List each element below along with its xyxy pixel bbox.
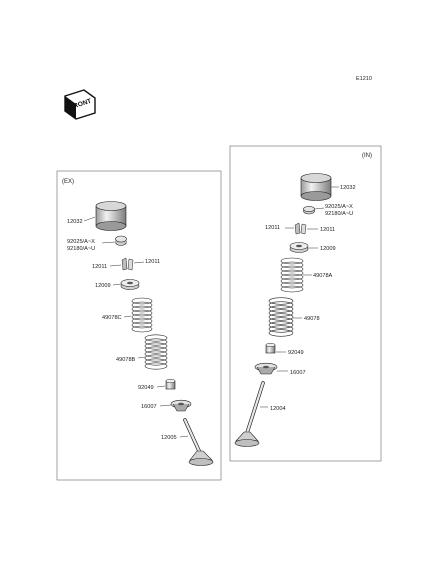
in-label-92180: 92180/A~U (325, 211, 353, 217)
in-keepers (294, 222, 307, 235)
ex-label-16007: 16007 (141, 404, 157, 410)
in-label-16007: 16007 (290, 370, 306, 376)
ex-spring-outer (131, 297, 153, 333)
ex-label-12011-right: 12011 (145, 259, 160, 265)
ex-panel: (EX) 12032 92025/A~X 92180/A~U 12011 120… (56, 170, 222, 481)
ex-panel-title: (EX) (62, 179, 74, 185)
ex-keepers (121, 257, 134, 271)
in-spring-inner (268, 297, 294, 337)
in-tappet (300, 173, 332, 201)
in-shim (303, 206, 315, 215)
in-spring-retainer (289, 242, 309, 253)
ex-label-92025: 92025/A~X (67, 239, 95, 245)
in-label-12009: 12009 (320, 246, 336, 252)
in-stem-seal (265, 342, 276, 354)
in-panel: (IN) 12032 92025/A~X 92180/A~U 12011 120… (229, 145, 382, 462)
ex-shim (115, 235, 127, 246)
ex-spring-retainer (120, 279, 140, 290)
ex-valve (183, 418, 214, 466)
front-arrow-icon: FRONT (64, 89, 96, 120)
in-label-12011-left: 12011 (265, 225, 280, 231)
in-label-49078: 49078 (304, 316, 320, 322)
in-panel-border (229, 145, 382, 462)
ex-label-12032: 12032 (67, 219, 83, 225)
ex-label-92180: 92180/A~U (67, 246, 95, 252)
in-label-12004: 12004 (270, 406, 286, 412)
ex-label-92049: 92049 (138, 385, 154, 391)
in-label-49078A: 49078A (313, 273, 333, 279)
in-spring-seat (254, 362, 278, 375)
ex-tappet (95, 201, 127, 231)
ex-label-12009: 12009 (95, 283, 111, 289)
ex-label-49078B: 49078B (116, 357, 136, 363)
in-panel-title: (IN) (362, 153, 372, 159)
ex-spring-inner (144, 334, 168, 370)
in-label-92025: 92025/A~X (325, 204, 353, 210)
diagram-code: E1210 (356, 76, 372, 82)
ex-label-12011-left: 12011 (92, 264, 107, 270)
in-valve (234, 381, 265, 447)
ex-label-49078C: 49078C (102, 315, 122, 321)
in-spring-outer (280, 257, 304, 293)
ex-spring-seat (170, 399, 192, 412)
in-label-12011-right: 12011 (320, 227, 335, 233)
in-label-12032: 12032 (340, 185, 356, 191)
ex-label-12005: 12005 (161, 435, 177, 441)
ex-stem-seal (165, 378, 176, 390)
in-label-92049: 92049 (288, 350, 304, 356)
ex-panel-border (56, 170, 222, 481)
